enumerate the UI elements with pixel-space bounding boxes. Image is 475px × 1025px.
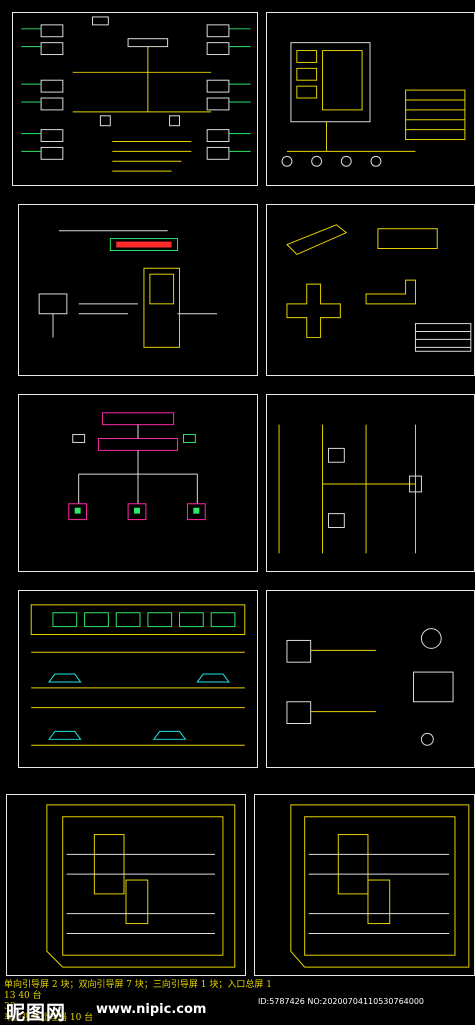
drawing-sheet-cable-tray xyxy=(266,204,475,376)
cable-tray-diagram xyxy=(286,224,472,352)
summary-line-1: 单向引导屏 2 块；双向引导屏 7 块；三向引导屏 1 块；入口总屏 1 xyxy=(4,980,272,990)
summary-line-3: 30 xyxy=(4,1002,16,1012)
drawing-sheet-guidance-screens xyxy=(18,204,258,376)
watermark-logo: 昵图网 xyxy=(6,1002,67,1024)
wiring-diagram xyxy=(278,424,422,554)
watermark-url: www.nipic.com xyxy=(96,1002,207,1017)
drawing-sheet-floor-plan-b xyxy=(254,794,475,976)
equipment-summary-text: 单向引导屏 2 块；双向引导屏 7 块；三向引导屏 1 块；入口总屏 1 13 … xyxy=(4,980,475,1024)
drawing-sheet-camera-wiring xyxy=(266,590,475,768)
watermark-id: ID:5787426 NO:20200704110530764000 xyxy=(258,997,425,1006)
topology-diagram xyxy=(21,16,251,172)
floor-plan-b xyxy=(290,804,470,968)
parking-section-diagram xyxy=(30,604,246,746)
drawing-sheet-system-topology xyxy=(12,12,258,186)
drawing-sheet-floor-plan-a xyxy=(6,794,246,976)
left-device-grid xyxy=(40,24,64,160)
right-device-grid xyxy=(206,24,230,160)
drawing-sheet-parking-section xyxy=(18,590,258,768)
guidance-screen-diagram xyxy=(38,230,218,348)
drawing-sheet-control-cabinet xyxy=(266,12,475,186)
summary-line-2: 13 40 台 xyxy=(4,991,42,1001)
watermark: 昵图网 www.nipic.com ID:5787426 NO:20200704… xyxy=(0,996,475,1024)
sensor-rows xyxy=(21,28,251,152)
network-diagram xyxy=(68,412,206,521)
drawing-sheet-network-diagram xyxy=(18,394,258,572)
summary-line-4: 车位视频处理器 10 台 xyxy=(4,1013,94,1023)
cabinet-diagram xyxy=(281,42,466,167)
camera-wiring-diagram xyxy=(286,628,454,746)
floor-plan-a xyxy=(46,804,236,968)
drawing-sheet-wiring xyxy=(266,394,475,572)
